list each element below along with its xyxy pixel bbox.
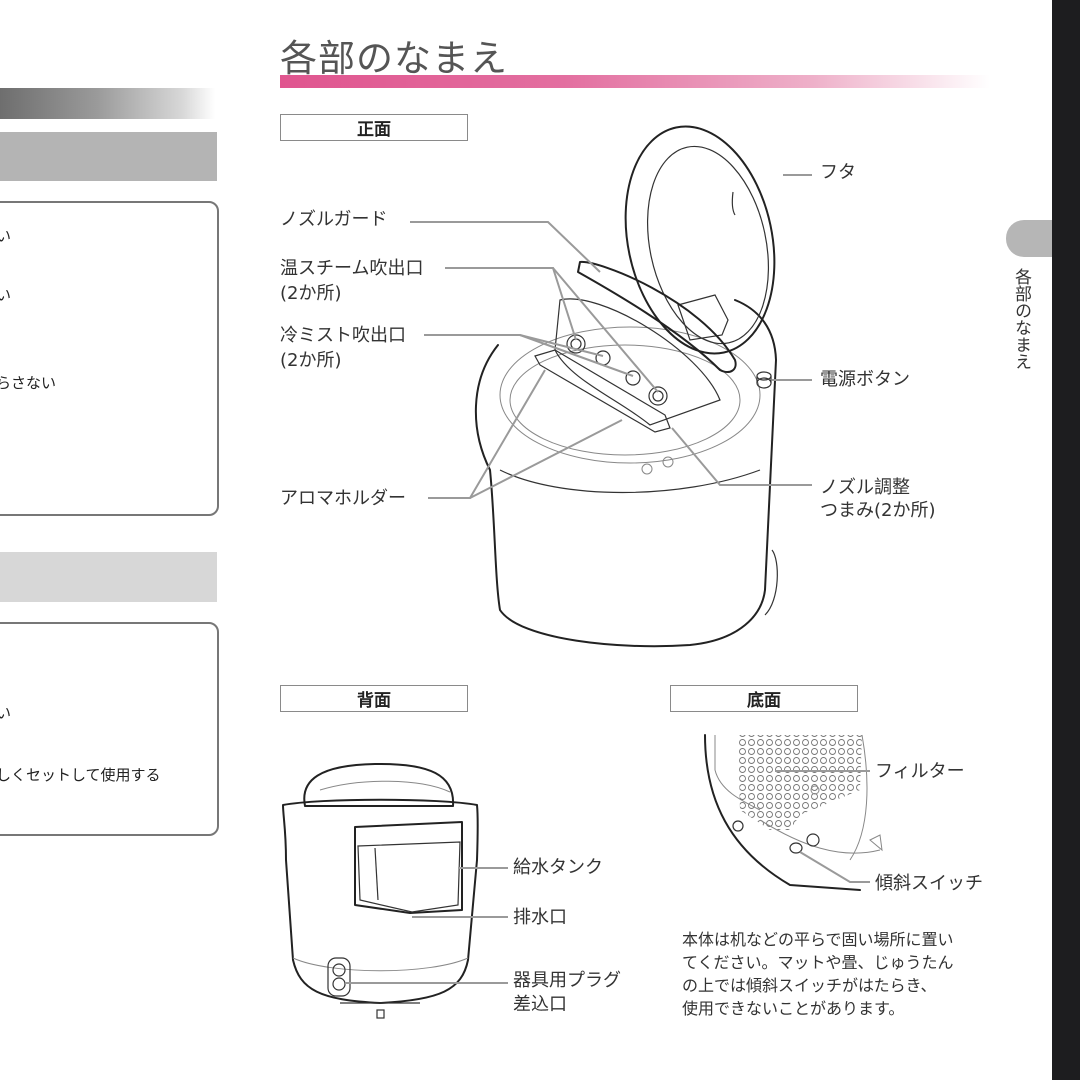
callout-drain: 排水口 [513,907,567,928]
page-title: 各部のなまえ [280,37,508,80]
section-label-back: 背面 [280,685,468,712]
callout-nozzle-knob: ノズル調整 [820,477,910,498]
callout-nozzle-knob-count: つまみ(2か所) [820,500,936,521]
note-line: 使用できないことがあります。 [682,999,905,1018]
callout-aroma-holder: アロマホルダー [280,488,406,509]
viewer-dark-margin [1052,0,1080,1080]
previous-page-notice-box-2: い しくセットして使用する [0,622,219,836]
notice-line: い [0,704,12,722]
nozzle-guard-outline [577,260,737,373]
callout-plug-inlet-2: 差込口 [513,994,567,1015]
note-line: 本体は机などの平らで固い場所に置い [682,930,954,949]
previous-page-section-header-2 [0,552,217,602]
note-line: てください。マットや畳、じゅうたん [682,953,954,972]
callout-tilt-switch: 傾斜スイッチ [875,873,983,894]
body-outline [474,299,777,648]
callout-power-button: 電源ボタン [820,369,910,390]
title-underline [280,75,990,88]
chapter-index-tab [1006,220,1056,257]
callout-filter: フィルター [875,761,965,782]
note-line: の上では傾斜スイッチがはたらき、 [682,976,937,995]
callout-nozzle-guard: ノズルガード [280,209,388,230]
dome-outline [303,762,455,807]
callout-cool-mist-outlet-count: (2か所) [280,350,342,371]
callout-water-tank: 給水タンク [513,857,603,878]
notice-line: い [0,227,12,245]
chapter-index-label: 各部のなまえ [1011,268,1031,370]
base-outline [704,734,861,891]
back-body-outline [282,798,479,1004]
callout-plug-inlet: 器具用プラグ [513,970,621,991]
previous-page-section-header [0,132,217,181]
previous-page-notice-box-1: い い らさない [0,201,219,516]
notice-line: しくセットして使用する [0,766,161,784]
previous-page-gradient-bar [0,88,215,119]
callout-cool-mist-outlet: 冷ミスト吹出口 [280,325,406,346]
callout-warm-steam-outlet-count: (2か所) [280,283,342,304]
notice-line: らさない [0,374,57,392]
filter-mesh [738,735,862,830]
callout-lid: フタ [820,162,856,183]
placement-note: 本体は机などの平らで固い場所に置い てください。マットや畳、じゅうたん の上では… [682,928,954,1020]
notice-line: い [0,286,12,304]
section-label-bottom: 底面 [670,685,858,712]
tank-window [354,821,463,914]
section-label-front: 正面 [280,114,468,141]
callout-warm-steam-outlet: 温スチーム吹出口 [280,258,424,279]
lid-outline [624,125,776,355]
